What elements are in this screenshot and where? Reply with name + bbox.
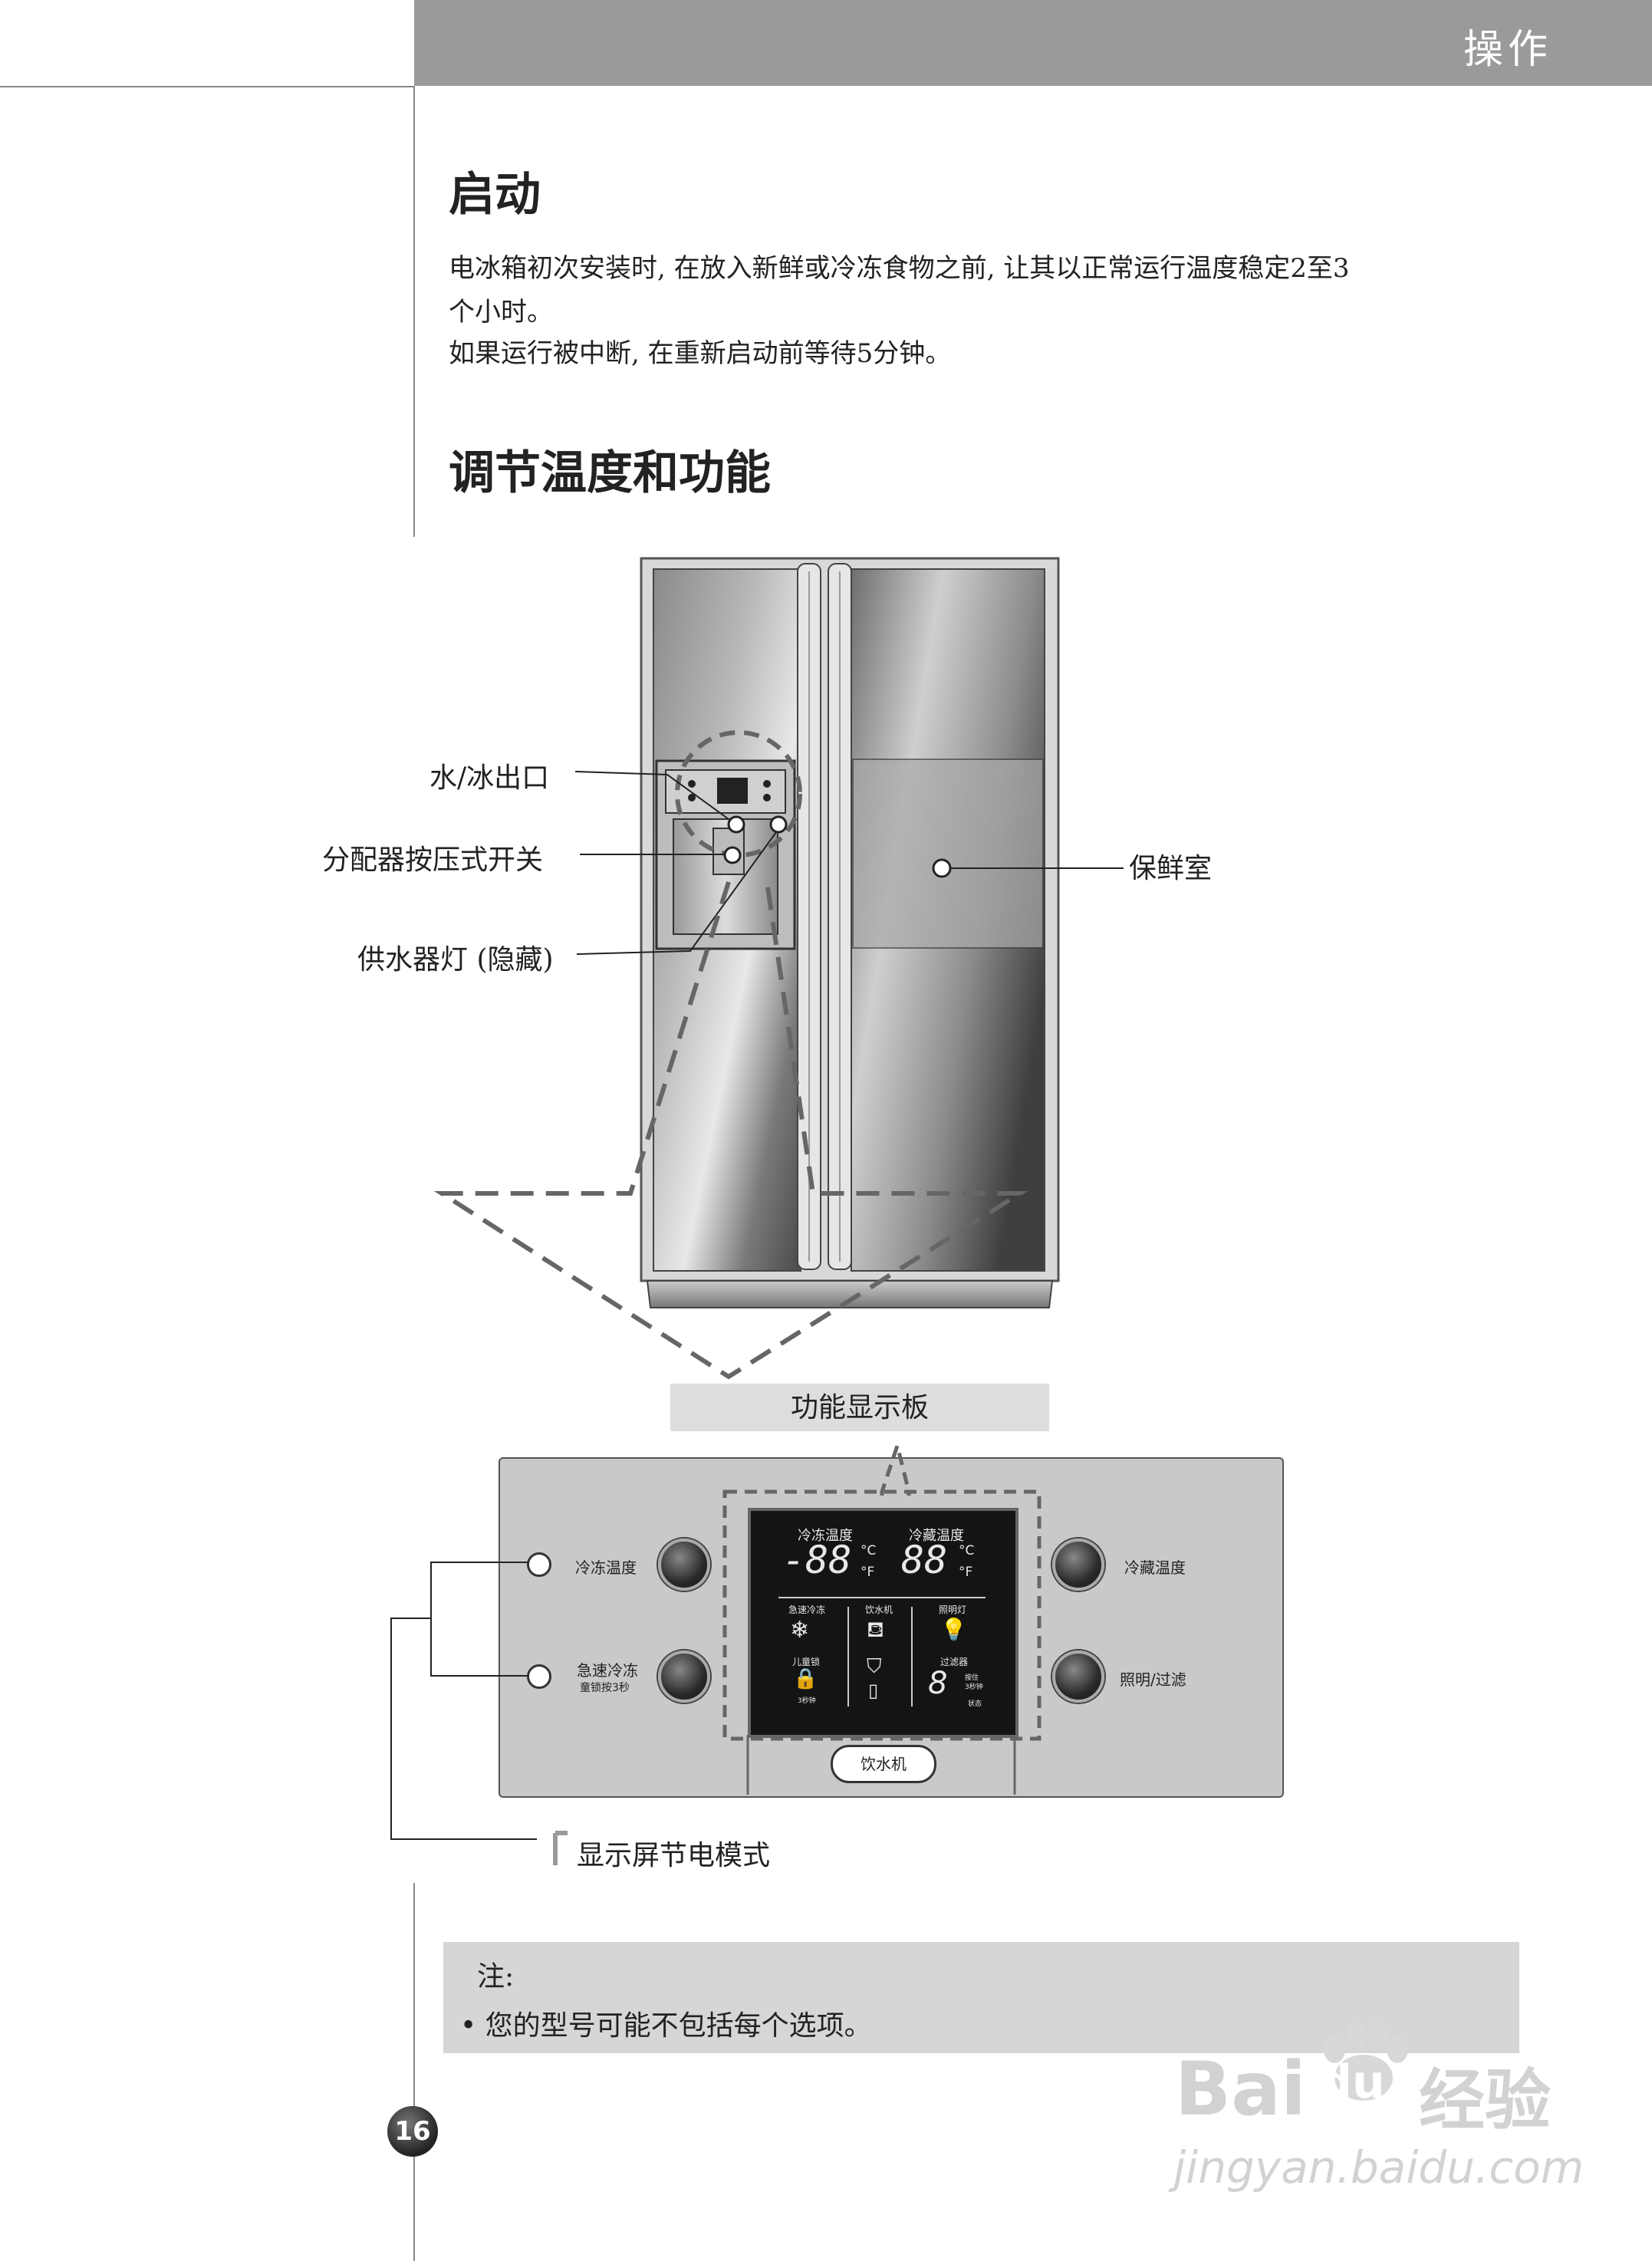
lcd-filter-digit: 8	[928, 1666, 947, 1701]
water-cup-icon: ⛉	[867, 1655, 882, 1679]
fridge-illustration	[0, 537, 1652, 1404]
section-heading-adjust: 调节温度和功能	[449, 436, 771, 502]
start-paragraph-line2: 个小时。	[449, 291, 1538, 334]
light-filter-label: 照明/过滤	[1120, 1667, 1186, 1690]
light-bulb-icon: 💡	[940, 1617, 967, 1642]
watermark-bai: Bai	[1175, 2046, 1306, 2132]
section-heading-start: 启动	[449, 157, 541, 224]
watermark-url: jingyan.baidu.com	[1173, 2141, 1584, 2194]
start-paragraph-line3: 如果运行被中断, 在重新启动前等待5分钟。	[449, 332, 1538, 376]
freezer-temp-indicator	[527, 1552, 551, 1577]
lcd-fridge-unit-f: °F	[959, 1565, 972, 1580]
lcd-child-lock-label: 儿童锁	[792, 1655, 820, 1668]
snowflake-icon: ❄	[790, 1617, 809, 1644]
light-filter-button[interactable]	[1052, 1650, 1104, 1703]
freezer-temp-button[interactable]	[658, 1539, 710, 1591]
watermark-jingyan: 经验	[1419, 2046, 1551, 2142]
child-lock-hint: 童锁按3秒	[580, 1680, 630, 1695]
callout-fresh-room: 保鲜室	[1129, 846, 1212, 886]
callout-dispenser-switch: 分配器按压式开关	[322, 838, 543, 877]
lcd-filter-hint2: 3秒钟	[965, 1681, 983, 1691]
fridge-temp-button[interactable]	[1052, 1539, 1104, 1591]
fridge-base	[647, 1281, 1052, 1308]
ice-cup-icon: ⛾	[867, 1617, 884, 1645]
freezer-temp-label: 冷冻温度	[575, 1555, 637, 1578]
header-rule	[0, 86, 414, 87]
lcd-fridge-unit-c: °C	[959, 1543, 974, 1558]
lcd-dispenser-label: 饮水机	[865, 1603, 893, 1616]
express-freeze-button[interactable]	[658, 1650, 710, 1703]
lcd-freezer-digits: -88	[782, 1538, 851, 1582]
watermark-du: du	[1319, 2055, 1385, 2109]
lcd-lock-hint: 3秒钟	[798, 1695, 816, 1705]
lock-icon: 🔒	[793, 1667, 818, 1690]
switch-marker	[725, 847, 740, 863]
callout-dispenser-light: 供水器灯 (隐藏)	[357, 937, 554, 977]
margin-line-bottom	[413, 1883, 415, 2261]
start-paragraph-line1: 电冰箱初次安装时, 在放入新鲜或冷冻食物之前, 让其以正常运行温度稳定2至3	[449, 247, 1538, 291]
lcd-fridge-digits: 88	[901, 1538, 947, 1582]
express-freeze-label: 急速冷冻	[577, 1658, 638, 1680]
note-title: 注:	[477, 1954, 514, 1994]
lcd-freezer-unit-f: °F	[861, 1565, 874, 1580]
lcd-divider	[778, 1597, 986, 1598]
light-marker	[771, 817, 786, 832]
lcd-express-label: 急速冷冻	[788, 1603, 825, 1616]
fresh-room	[853, 759, 1043, 948]
callout-outlet: 水/冰出口	[429, 755, 549, 795]
header-title: 操作	[1463, 17, 1552, 74]
margin-line-top	[413, 86, 415, 537]
fridge-temp-label: 冷藏温度	[1124, 1555, 1186, 1578]
lcd-status-label: 状态	[968, 1698, 982, 1708]
note-text: • 您的型号可能不包括每个选项。	[460, 2003, 872, 2043]
outlet-marker	[729, 817, 744, 832]
power-save-label: 显示屏节电模式	[577, 1833, 770, 1873]
express-freeze-indicator	[527, 1664, 551, 1689]
lcd-freezer-unit-c: °C	[861, 1543, 876, 1558]
fresh-room-marker	[933, 860, 950, 877]
page-number: 16	[387, 2106, 438, 2157]
water-glass-icon: ▯	[868, 1680, 878, 1701]
lcd-light-label: 照明灯	[939, 1603, 966, 1616]
water-dispenser-button[interactable]: 饮水机	[831, 1745, 936, 1783]
